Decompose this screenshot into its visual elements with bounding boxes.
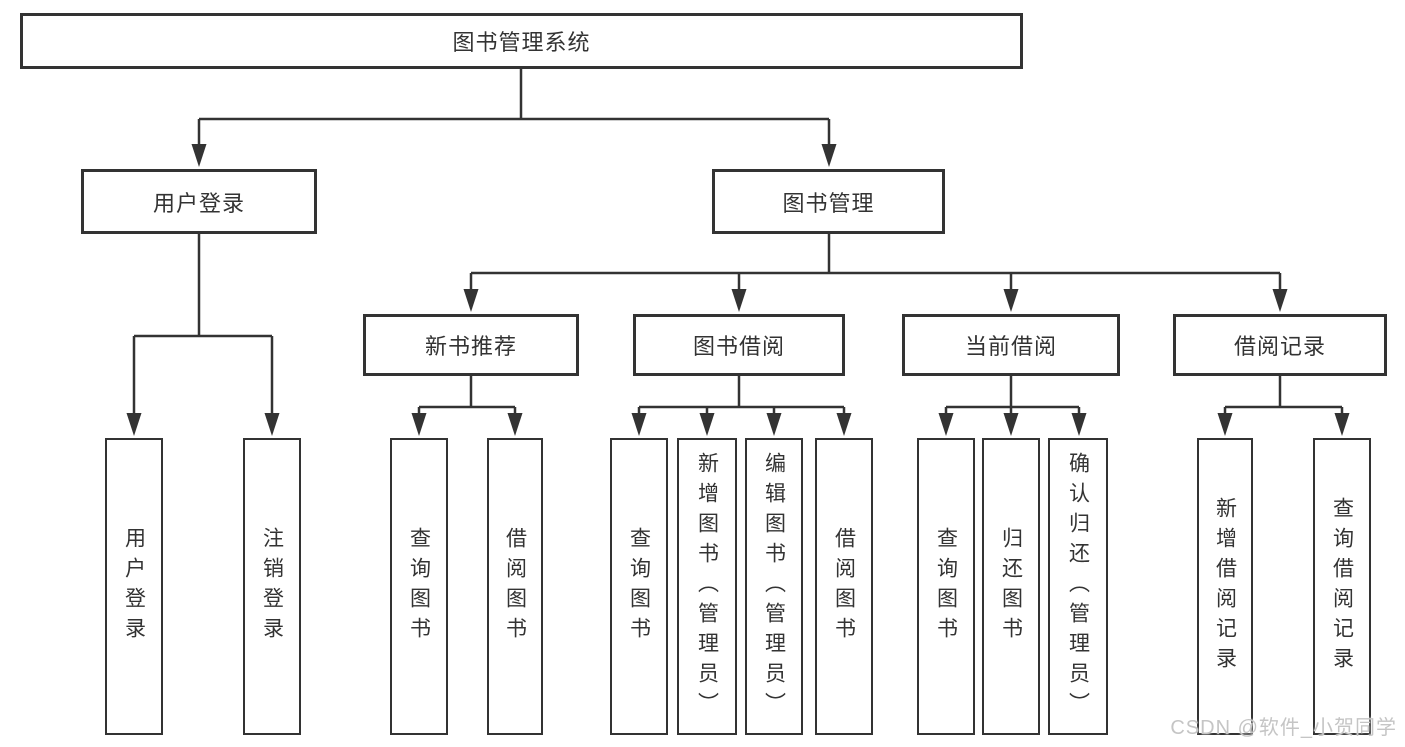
leaf-borrow-add-books-admin: 新增图书（管理员） bbox=[677, 438, 737, 735]
leaf-borrow-borrow-books: 借阅图书 bbox=[815, 438, 873, 735]
leaf-records-add-record: 新增借阅记录 bbox=[1197, 438, 1253, 735]
node-book-borrow: 图书借阅 bbox=[633, 314, 845, 376]
leaf-user-login: 用户登录 bbox=[105, 438, 163, 735]
node-new-book-recommend: 新书推荐 bbox=[363, 314, 579, 376]
node-user-login: 用户登录 bbox=[81, 169, 317, 234]
leaf-label: 编辑图书（管理员） bbox=[762, 451, 786, 722]
leaf-borrow-query-books: 查询图书 bbox=[610, 438, 668, 735]
leaf-logout: 注销登录 bbox=[243, 438, 301, 735]
node-root-system: 图书管理系统 bbox=[20, 13, 1023, 69]
node-book-management: 图书管理 bbox=[712, 169, 945, 234]
leaf-recommend-borrow-books: 借阅图书 bbox=[487, 438, 543, 735]
leaf-records-query-record: 查询借阅记录 bbox=[1313, 438, 1371, 735]
leaf-recommend-query-books: 查询图书 bbox=[390, 438, 448, 735]
leaf-label: 新增图书（管理员） bbox=[695, 451, 719, 722]
leaf-current-return-books: 归还图书 bbox=[982, 438, 1040, 735]
leaf-label: 用户登录 bbox=[122, 526, 146, 647]
leaf-label: 借阅图书 bbox=[503, 526, 527, 647]
leaf-label: 新增借阅记录 bbox=[1213, 496, 1237, 677]
leaf-label: 确认归还（管理员） bbox=[1066, 451, 1090, 722]
leaf-label: 查询图书 bbox=[627, 526, 651, 647]
leaf-label: 查询图书 bbox=[934, 526, 958, 647]
arrowheads bbox=[126, 144, 1350, 436]
leaf-current-confirm-return-admin: 确认归还（管理员） bbox=[1048, 438, 1108, 735]
node-borrow-records: 借阅记录 bbox=[1173, 314, 1387, 376]
leaf-current-query-books: 查询图书 bbox=[917, 438, 975, 735]
leaf-label: 归还图书 bbox=[999, 526, 1023, 647]
node-current-borrow: 当前借阅 bbox=[902, 314, 1120, 376]
leaf-label: 注销登录 bbox=[260, 526, 284, 647]
csdn-watermark: CSDN @软件_小贺同学 bbox=[1170, 717, 1397, 739]
leaf-label: 查询借阅记录 bbox=[1330, 496, 1354, 677]
leaf-label: 查询图书 bbox=[407, 526, 431, 647]
leaf-borrow-edit-books-admin: 编辑图书（管理员） bbox=[745, 438, 803, 735]
leaf-label: 借阅图书 bbox=[832, 526, 856, 647]
